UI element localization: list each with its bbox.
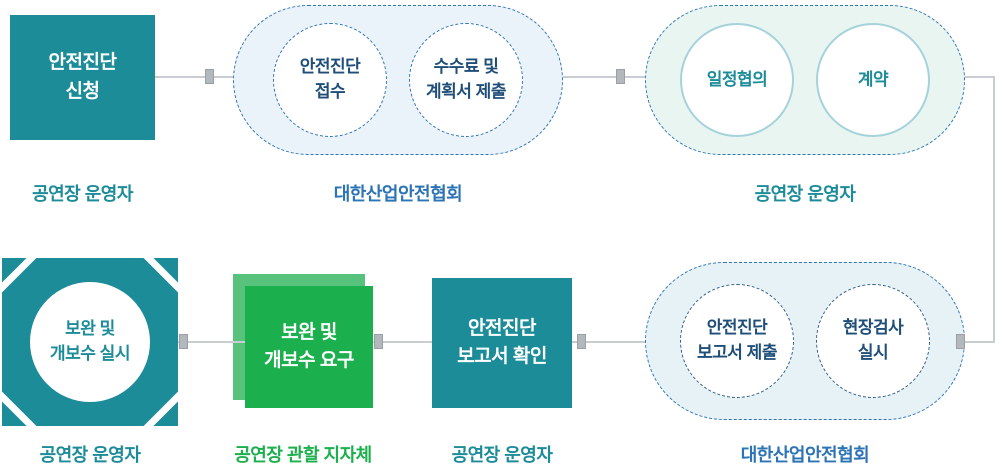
corner-cut-top-right [142,252,184,293]
step-report-check-box: 안전진단 보고서 확인 [432,278,572,408]
connector-elbow-top [965,76,995,78]
caption-association-1: 대한산업안전협회 [333,184,463,204]
caption-operator-4: 공연장 운영자 [39,445,141,465]
connector-elbow-vertical [993,76,995,343]
circle-site-inspection: 현장검사 실시 [816,284,930,398]
connector-node [616,69,625,84]
connector-elbow-bottom [965,341,995,343]
connector-line [563,76,645,78]
group-schedule-contract: 일정협의 계약 [645,5,965,155]
caption-association-2: 대한산업안전협회 [740,445,870,465]
step-apply-box: 안전진단 신청 [10,15,155,140]
step-repair-execute-box: 보완 및 개보수 실시 [0,252,184,432]
circle-reception: 안전진단 접수 [273,23,387,137]
circle-fee-plan: 수수료 및 계획서 제출 [409,23,523,137]
connector-line [572,341,645,343]
circle-repair-execute: 보완 및 개보수 실시 [30,282,150,402]
corner-cut-top-left [0,252,38,293]
corner-cut-bottom-left [0,391,38,432]
step-repair-request-box: 보완 및 개보수 요구 [245,286,373,408]
connector-line [373,341,432,343]
circle-schedule: 일정협의 [680,23,794,137]
caption-operator-1: 공연장 운영자 [32,184,133,204]
connector-node [179,334,188,349]
caption-local-gov: 공연장 관할 지자체 [234,445,372,465]
caption-operator-3: 공연장 운영자 [451,445,553,465]
connector-node [577,334,586,349]
connector-node [956,334,965,349]
circle-contract: 계약 [816,23,930,137]
connector-line [178,341,245,343]
corner-cut-bottom-right [142,391,184,432]
connector-node [374,334,383,349]
circle-report-submit: 안전진단 보고서 제출 [680,284,794,398]
group-report-inspection: 안전진단 보고서 제출 현장검사 실시 [645,262,965,420]
connector-node [205,69,214,84]
caption-operator-2: 공연장 운영자 [754,184,856,204]
connector-line [155,76,233,78]
group-reception: 안전진단 접수 수수료 및 계획서 제출 [233,5,563,155]
